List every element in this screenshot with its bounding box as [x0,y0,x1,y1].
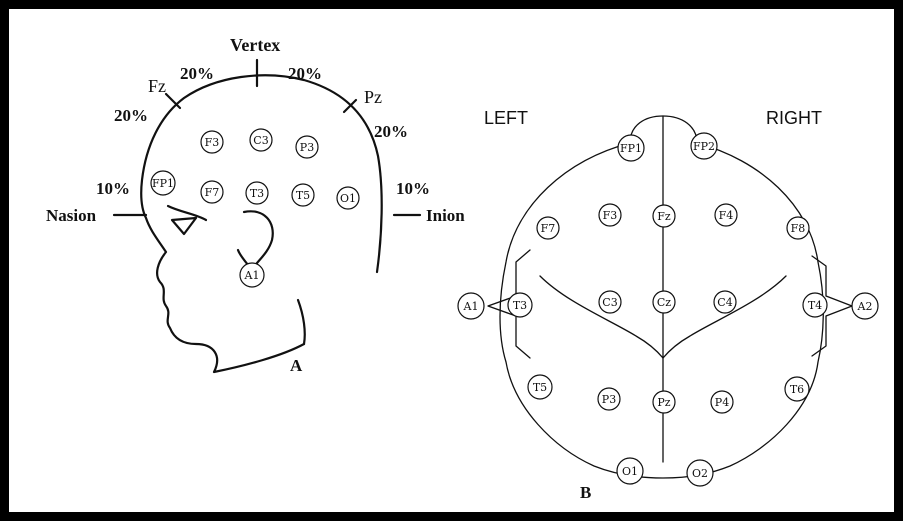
svg-text:C3: C3 [602,296,617,309]
figure-canvas: Vertex Fz Pz Nasion Inion 20% 20% 20% 20… [9,9,894,512]
electrode-b-o1: O1 [616,457,644,485]
svg-text:T5: T5 [296,189,310,202]
ear [236,210,274,272]
svg-text:Cz: Cz [657,296,671,309]
electrode-a-p3: P3 [295,135,319,159]
svg-text:C4: C4 [717,296,732,309]
electrode-b-p3: P3 [597,387,621,411]
fz-tick [164,92,182,110]
electrode-a-f7: F7 [200,180,224,204]
coronal-curve-left [539,275,664,359]
svg-text:FP2: FP2 [693,140,715,153]
electrode-b-f4: F4 [714,203,738,227]
svg-text:FP1: FP1 [152,177,174,190]
svg-text:T4: T4 [808,299,822,312]
svg-text:A2: A2 [857,300,873,313]
head-profile-outline [140,74,383,374]
electrode-diagram: Vertex Fz Pz Nasion Inion 20% 20% 20% 20… [46,35,879,502]
svg-text:O2: O2 [692,467,708,480]
svg-text:F7: F7 [205,186,220,199]
electrode-b-t4: T4 [802,292,828,318]
electrode-a-a1: A1 [239,262,265,288]
electrode-b-t5: T5 [527,374,553,400]
svg-text:F7: F7 [541,222,556,235]
fz-label: Fz [148,76,166,96]
svg-text:T5: T5 [533,381,547,394]
pz-label: Pz [364,87,382,107]
pct-inion-low: 10% [396,179,430,198]
svg-text:FP1: FP1 [620,142,642,155]
eye [166,204,208,236]
pct-vertex-pz: 20% [288,64,322,83]
electrode-b-pz: Pz [652,390,676,414]
electrode-b-fz: Fz [652,204,676,228]
svg-text:O1: O1 [340,192,356,205]
inion-label: Inion [426,206,465,225]
left-label: LEFT [484,108,528,128]
electrode-b-cz: Cz [652,290,676,314]
electrode-a-o1: O1 [336,186,360,210]
svg-text:T3: T3 [513,299,527,312]
svg-text:F3: F3 [603,209,618,222]
pct-fz-vertex: 20% [180,64,214,83]
electrode-b-f7: F7 [536,216,560,240]
electrode-b-fp1: FP1 [617,134,645,162]
svg-text:Fz: Fz [657,210,671,223]
electrode-b-c4: C4 [713,290,737,314]
right-label: RIGHT [766,108,822,128]
vertex-label: Vertex [230,35,280,55]
electrode-b-t3: T3 [507,292,533,318]
svg-text:Pz: Pz [657,396,670,409]
electrode-a-fp1: FP1 [150,170,176,196]
electrode-b-f8: F8 [786,216,810,240]
svg-text:F3: F3 [205,136,220,149]
electrode-a-t5: T5 [291,183,315,207]
pz-tick [342,98,358,114]
neck-line [296,298,306,346]
electrode-b-o2: O2 [686,459,714,487]
svg-text:P4: P4 [715,396,729,409]
panel-b-top-view: LEFT RIGHT FP1 FP2 F7 F3 Fz [457,108,879,502]
svg-text:P3: P3 [602,393,616,406]
pct-nasion-low: 10% [96,179,130,198]
svg-text:A1: A1 [463,300,479,313]
electrode-a-f3: F3 [200,130,224,154]
panel-a-label: A [290,356,303,375]
svg-text:T3: T3 [250,187,264,200]
pct-pz-inion: 20% [374,122,408,141]
electrode-b-p4: P4 [710,390,734,414]
coronal-curve-right [662,275,787,359]
electrode-b-f3: F3 [598,203,622,227]
svg-text:F8: F8 [791,222,806,235]
electrode-a-c3: C3 [249,128,273,152]
electrode-b-t6: T6 [784,376,810,402]
electrode-b-c3: C3 [598,290,622,314]
electrode-a-t3: T3 [245,181,269,205]
electrode-b-a2: A2 [851,292,879,320]
electrode-b-fp2: FP2 [690,132,718,160]
svg-text:P3: P3 [300,141,314,154]
panel-b-label: B [580,483,591,502]
panel-a-side-view: Vertex Fz Pz Nasion Inion 20% 20% 20% 20… [46,35,465,375]
nasion-label: Nasion [46,206,97,225]
svg-text:O1: O1 [622,465,638,478]
pct-nasion-fz: 20% [114,106,148,125]
svg-text:C3: C3 [253,134,268,147]
svg-text:T6: T6 [790,383,804,396]
svg-text:A1: A1 [244,269,260,282]
left-ear-bracket [487,249,531,359]
svg-text:F4: F4 [719,209,734,222]
electrode-b-a1: A1 [457,292,485,320]
